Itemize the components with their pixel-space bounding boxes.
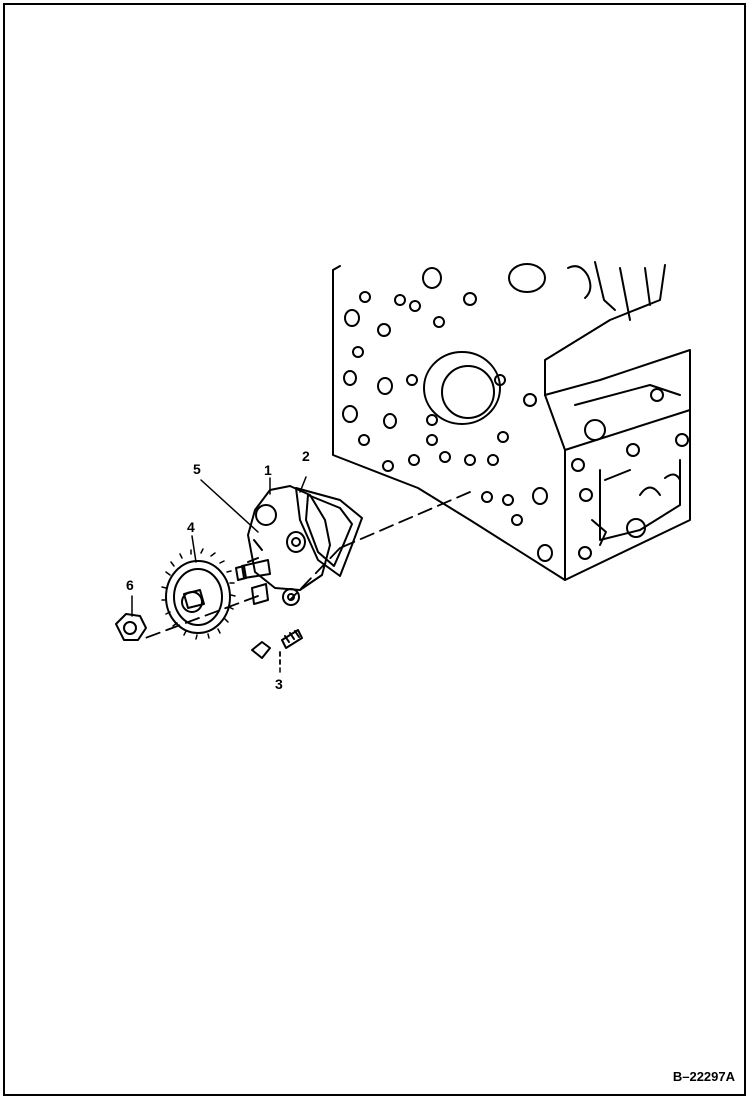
figure-id: B–22297A (672, 1069, 735, 1084)
oil-pump (235, 485, 331, 606)
hex-nut (115, 613, 147, 641)
callout-5: 5 (193, 461, 201, 477)
callout-2: 2 (302, 448, 310, 464)
drive-gear (161, 548, 236, 640)
stud-bolt (251, 629, 303, 659)
callout-4: 4 (187, 519, 195, 535)
callout-3: 3 (275, 676, 283, 692)
diagram-frame (3, 3, 746, 1096)
callout-1: 1 (264, 462, 272, 478)
gasket (295, 487, 363, 577)
callout-6: 6 (126, 577, 134, 593)
engine-block (332, 261, 691, 581)
